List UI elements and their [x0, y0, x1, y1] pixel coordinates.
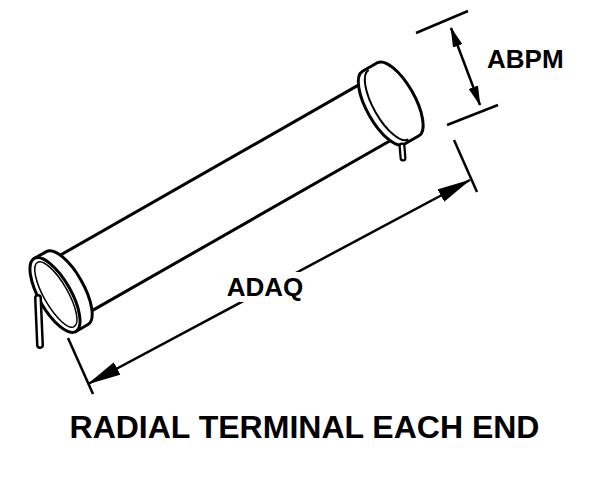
resistor-body — [20, 55, 433, 340]
diameter-dimension — [416, 11, 498, 125]
length-dimension — [68, 140, 477, 394]
caption: RADIAL TERMINAL EACH END — [70, 411, 540, 443]
dimension-label: ADAQ — [223, 272, 308, 302]
terminal-stub — [402, 146, 403, 158]
dimension-label: ABPM — [487, 46, 564, 72]
terminal-wire — [38, 298, 40, 345]
